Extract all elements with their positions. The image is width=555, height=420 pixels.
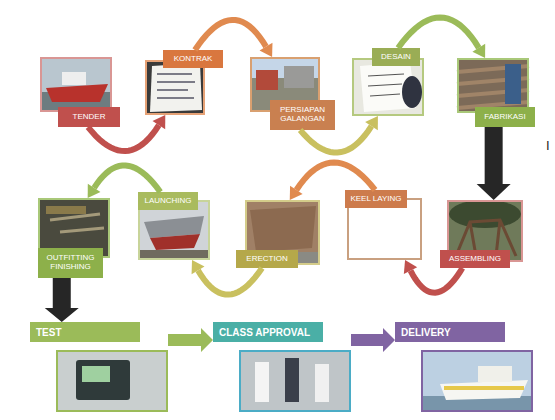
photo <box>82 366 110 382</box>
photo <box>478 366 512 382</box>
step-label: DELIVERY <box>395 322 505 342</box>
photo <box>444 386 524 390</box>
step-label: ASSEMBLING <box>440 250 510 268</box>
arrow-head <box>88 184 101 198</box>
process-step: ASSEMBLING <box>440 200 523 268</box>
photo <box>402 76 422 108</box>
arrow-shaft <box>300 126 371 152</box>
photo <box>40 57 112 112</box>
photo <box>157 74 195 98</box>
text-mark: I <box>546 138 550 153</box>
photo <box>352 58 424 116</box>
photo <box>284 66 314 88</box>
photo <box>46 206 86 214</box>
step-label: TENDER <box>58 107 120 127</box>
arrow-head <box>472 44 485 58</box>
photo <box>56 350 168 412</box>
arrow-shaft <box>88 125 159 151</box>
photo <box>50 214 104 232</box>
process-step: KONTRAK <box>145 50 223 115</box>
photo-frame <box>56 350 168 412</box>
arrow-shaft <box>398 17 479 48</box>
photo <box>46 84 108 102</box>
arrow-shaft <box>195 20 266 50</box>
block-arrow <box>168 328 213 352</box>
arrow-head <box>153 115 166 129</box>
photo-frame <box>145 60 205 115</box>
arrow-head <box>192 260 205 274</box>
step-label: LAUNCHING <box>138 192 198 210</box>
stage-panel: DELIVERY <box>395 322 533 412</box>
photo-frame <box>40 57 112 112</box>
photo <box>285 358 299 402</box>
step-label: KONTRAK <box>163 50 223 68</box>
arrow-body <box>168 328 213 352</box>
step-label: PERSIAPAN GALANGAN <box>270 100 335 130</box>
photo <box>440 380 528 400</box>
process-step: ERECTION <box>236 200 320 268</box>
process-step: OUTFITTING FINISHING <box>38 198 110 278</box>
step-label: FABRIKASI <box>475 107 535 127</box>
arrow-body <box>351 328 395 352</box>
block-arrow <box>477 127 511 200</box>
process-step: DESAIN <box>352 48 424 116</box>
block-arrow <box>45 278 79 322</box>
photo <box>368 74 404 96</box>
photo <box>76 360 130 400</box>
arrow-head <box>365 116 378 130</box>
arrow-head <box>404 260 417 274</box>
step-label: ERECTION <box>236 250 298 268</box>
process-step: LAUNCHING <box>138 192 210 260</box>
stage-panel: TEST <box>30 322 168 412</box>
block-arrow <box>351 328 395 352</box>
photo <box>457 58 529 113</box>
process-step: PERSIAPAN GALANGAN <box>250 57 335 130</box>
process-step: KEEL LAYING <box>345 190 422 260</box>
arrow-shaft <box>198 268 262 295</box>
photo-frame <box>421 350 533 412</box>
arrow-shaft <box>296 162 375 190</box>
photo <box>255 362 269 402</box>
process-step: FABRIKASI <box>457 58 535 127</box>
process-step: TENDER <box>40 57 120 127</box>
arrow-body <box>45 278 79 322</box>
photo <box>250 206 316 252</box>
step-label: TEST <box>30 322 140 342</box>
photo <box>150 63 202 112</box>
step-label: CLASS APPROVAL <box>213 322 323 342</box>
photo <box>239 350 351 412</box>
photo <box>256 70 278 90</box>
photo-frame <box>352 58 424 116</box>
arrow-shaft <box>411 268 463 293</box>
photo <box>150 234 200 250</box>
arrow-shaft <box>94 165 160 192</box>
photo <box>62 72 86 85</box>
stage-panel: CLASS APPROVAL <box>213 322 351 412</box>
photo-frame <box>239 350 351 412</box>
arrow-head <box>260 43 273 57</box>
arrow-body <box>477 127 511 200</box>
photo <box>505 64 521 104</box>
photo <box>421 350 533 412</box>
photo-frame <box>457 58 529 113</box>
photo <box>145 60 205 115</box>
photo <box>315 364 329 402</box>
step-label: KEEL LAYING <box>345 190 407 208</box>
arrow-head <box>290 186 303 200</box>
photo <box>449 200 521 228</box>
step-label: DESAIN <box>372 48 420 66</box>
step-label: OUTFITTING FINISHING <box>38 248 103 278</box>
